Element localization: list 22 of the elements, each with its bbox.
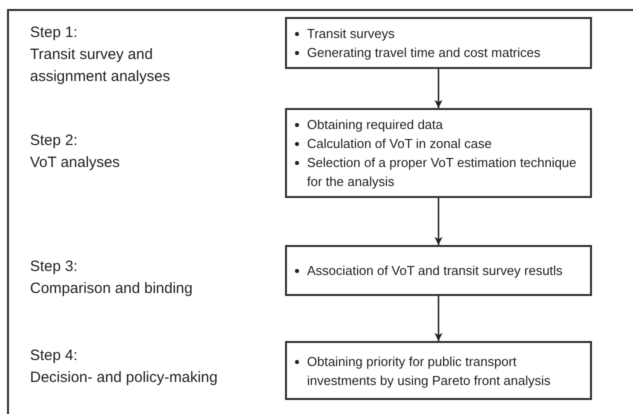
step-label: Comparison and binding	[30, 279, 193, 299]
step-label: Step 4:	[30, 346, 78, 366]
bullet-item: Obtaining required data	[295, 115, 582, 134]
process-box	[285, 17, 592, 69]
bullet-item: Selection of a proper VoT estimation technique for the analysis	[295, 153, 582, 191]
bullet-item: Association of VoT and transit survey resutls	[295, 261, 582, 280]
step-label: Decision- and policy-making	[30, 368, 218, 388]
process-box	[285, 245, 592, 296]
arrow	[434, 198, 442, 245]
arrow	[434, 296, 442, 341]
step-label: Step 1:	[30, 23, 78, 43]
arrow	[434, 69, 442, 108]
bullet-item: Calculation of VoT in zonal case	[295, 134, 582, 153]
step-label: Transit survey and assignment analyses	[30, 45, 172, 87]
step-label: Step 2:	[30, 131, 78, 151]
process-box	[285, 341, 592, 400]
process-box	[285, 108, 592, 198]
bullet-item: Generating travel time and cost matrices	[295, 43, 582, 62]
bullet-item: Obtaining priority for public transport investments by using Pareto front analysis	[295, 352, 582, 390]
step-label: VoT analyses	[30, 153, 120, 173]
bullet-item: Transit surveys	[295, 24, 582, 43]
step-label: Step 3:	[30, 257, 78, 277]
